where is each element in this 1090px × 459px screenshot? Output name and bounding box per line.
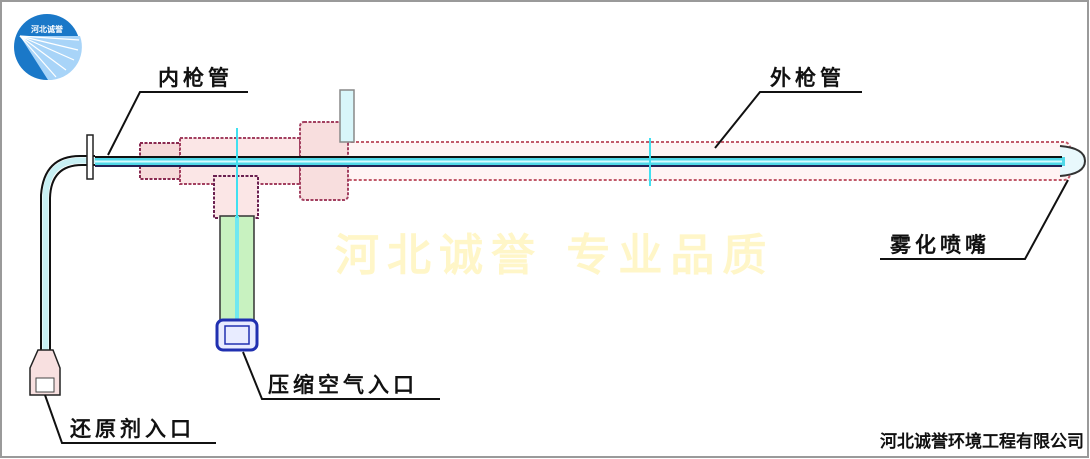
air-inlet-pipe: [215, 215, 259, 352]
label-reductant-inlet: 还原剂入口: [69, 417, 195, 441]
reductant-tube: [29, 134, 95, 396]
inner-tube: [95, 156, 1065, 167]
pin: [86, 134, 94, 180]
air-inlet-nut: [215, 318, 259, 352]
label-outer-tube: 外枪管: [770, 66, 845, 90]
company-logo: 河北诚誉: [14, 14, 82, 81]
company-name: 河北诚誉环境工程有限公司: [880, 431, 1084, 452]
watermark: 河北诚誉 专业品质: [335, 230, 774, 281]
label-inner-tube: 内枪管: [158, 66, 233, 90]
logo-text: 河北诚誉: [31, 24, 64, 34]
vertical-rod: [339, 89, 355, 143]
coupling-fittings: [139, 89, 355, 219]
label-air-inlet: 压缩空气入口: [268, 373, 418, 397]
leader-lines: [44, 91, 1069, 444]
label-nozzle: 雾化喷嘴: [890, 233, 990, 257]
